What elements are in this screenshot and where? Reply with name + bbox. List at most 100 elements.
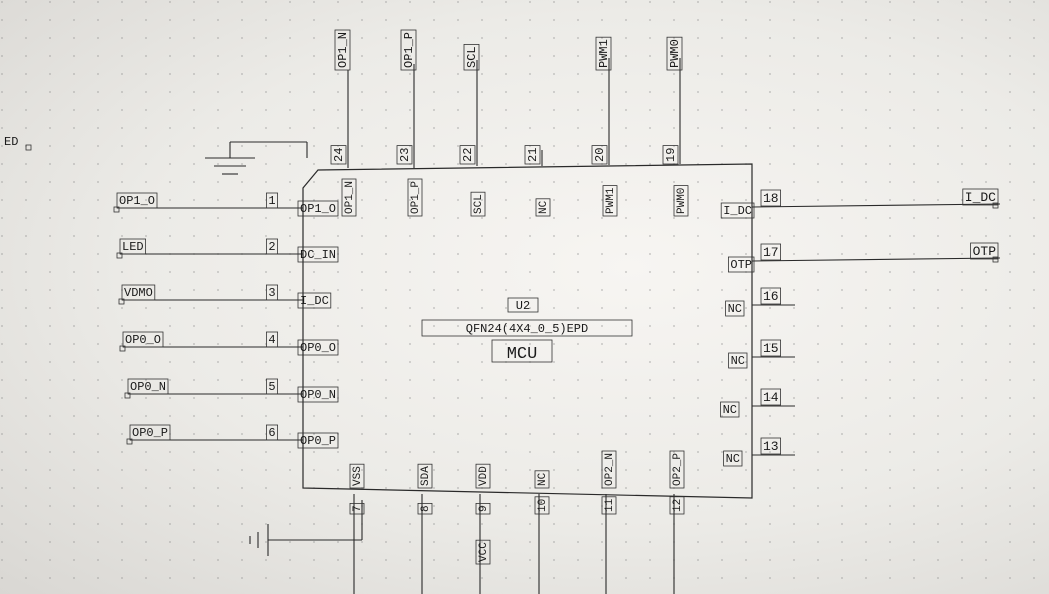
net-label-text: PWM1 bbox=[597, 39, 611, 68]
footprint-text: QFN24(4X4_0_5)EPD bbox=[466, 322, 588, 336]
pin-number: 9 bbox=[475, 502, 491, 515]
pin-number-text: 21 bbox=[526, 148, 540, 162]
pin-name-text: OP0_N bbox=[300, 388, 336, 402]
net-label: OP1_O bbox=[116, 192, 158, 209]
net-label-text: SCL bbox=[465, 46, 479, 68]
pin-number-text: 4 bbox=[268, 333, 275, 347]
net-label: PWM0 bbox=[666, 36, 683, 71]
net-label-text: OP0_O bbox=[125, 333, 161, 347]
pin-name-text: I_DC bbox=[300, 294, 329, 308]
pin-name-text: OP2_P bbox=[672, 453, 684, 486]
pin-name: OP1_P bbox=[407, 178, 423, 217]
net-label: OP1_P bbox=[400, 29, 417, 71]
pin-number: 7 bbox=[349, 502, 365, 515]
pin-name: OP2_N bbox=[601, 450, 617, 489]
pin-left-3[interactable]: 3I_DC VDMO bbox=[118, 284, 332, 309]
pin-number-text: 6 bbox=[268, 426, 275, 440]
net-label-text: OP1_O bbox=[119, 194, 155, 208]
pin-name: OTP bbox=[728, 256, 755, 273]
net-label: VDMO bbox=[121, 284, 156, 301]
net-label-text: PWM0 bbox=[668, 39, 682, 68]
pin-number: 21 bbox=[524, 145, 541, 165]
pin-name: NC bbox=[720, 401, 740, 418]
pin-name-text: SDA bbox=[420, 466, 432, 486]
pin-name: OP0_P bbox=[297, 432, 339, 449]
pin-number: 12 bbox=[669, 496, 685, 515]
net-label-text: OP0_N bbox=[130, 380, 166, 394]
pin-name-text: OP0_O bbox=[300, 341, 336, 355]
pin-number: 24 bbox=[330, 145, 347, 165]
pin-number-text: 14 bbox=[763, 390, 779, 405]
pin-number-text: 8 bbox=[420, 505, 432, 512]
pin-name: I_DC bbox=[297, 292, 332, 309]
pin-name-text: OP0_P bbox=[300, 434, 336, 448]
pin-number-text: 23 bbox=[398, 148, 412, 162]
pin-name-text: NC bbox=[537, 472, 549, 486]
pin-number-text: 20 bbox=[593, 148, 607, 162]
pin-name-text: OP1_N bbox=[344, 181, 356, 214]
pin-number: 16 bbox=[760, 287, 782, 305]
pin-number-text: 2 bbox=[268, 240, 275, 254]
pin-bottom-8[interactable]: 8 SDA bbox=[417, 463, 433, 594]
pin-name: OP1_N bbox=[341, 178, 357, 217]
pin-wire bbox=[751, 257, 1001, 262]
net-label-text: OP0_P bbox=[132, 426, 168, 440]
pin-name: VDD bbox=[475, 463, 491, 489]
pin-wire bbox=[751, 203, 1001, 208]
net-label: OP0_O bbox=[122, 331, 164, 348]
net-label-text: VCC bbox=[478, 542, 490, 562]
pin-right-18[interactable]: 18I_DCI_DC bbox=[720, 188, 1001, 219]
ref-text: U2 bbox=[516, 299, 530, 313]
mcu-body[interactable] bbox=[302, 163, 753, 499]
pin-number-text: 24 bbox=[332, 148, 346, 162]
net-label-text: OP1_N bbox=[336, 32, 350, 68]
pin-name-text: NC bbox=[723, 403, 737, 417]
pin-name-text: OP1_O bbox=[300, 202, 336, 216]
pin-bottom-9[interactable]: 9 VDD VCC bbox=[475, 463, 491, 594]
pin-name: NC bbox=[725, 300, 745, 317]
net-label: PWM1 bbox=[595, 36, 612, 71]
pin-number-text: 1 bbox=[268, 194, 275, 208]
net-label-text: OTP bbox=[973, 244, 997, 259]
net-label: VCC bbox=[475, 539, 491, 565]
pin-number: 15 bbox=[760, 339, 782, 357]
pin-name: DC_IN bbox=[297, 246, 339, 263]
pin-name: OP0_O bbox=[297, 339, 339, 356]
pin-number-text: 9 bbox=[478, 505, 490, 512]
pin-number-text: 17 bbox=[763, 245, 779, 260]
name-text: MCU bbox=[507, 345, 538, 364]
net-label: OP0_P bbox=[129, 424, 171, 441]
pin-number: 13 bbox=[760, 437, 782, 455]
pin-name-text: OP2_N bbox=[604, 453, 616, 486]
net-label-text: VDMO bbox=[124, 286, 153, 300]
offpage-label-left[interactable]: ED bbox=[4, 135, 32, 151]
pin-number: 17 bbox=[760, 243, 782, 261]
pin-bottom-12[interactable]: 12 OP2_P bbox=[669, 450, 685, 594]
pin-name: OP1_O bbox=[297, 200, 339, 217]
pin-name: SDA bbox=[417, 463, 433, 489]
pin-name-text: NC bbox=[728, 302, 742, 316]
pin-name-text: PWM1 bbox=[605, 187, 617, 214]
pin-number: 8 bbox=[417, 502, 433, 515]
pin-number-text: 3 bbox=[268, 286, 275, 300]
